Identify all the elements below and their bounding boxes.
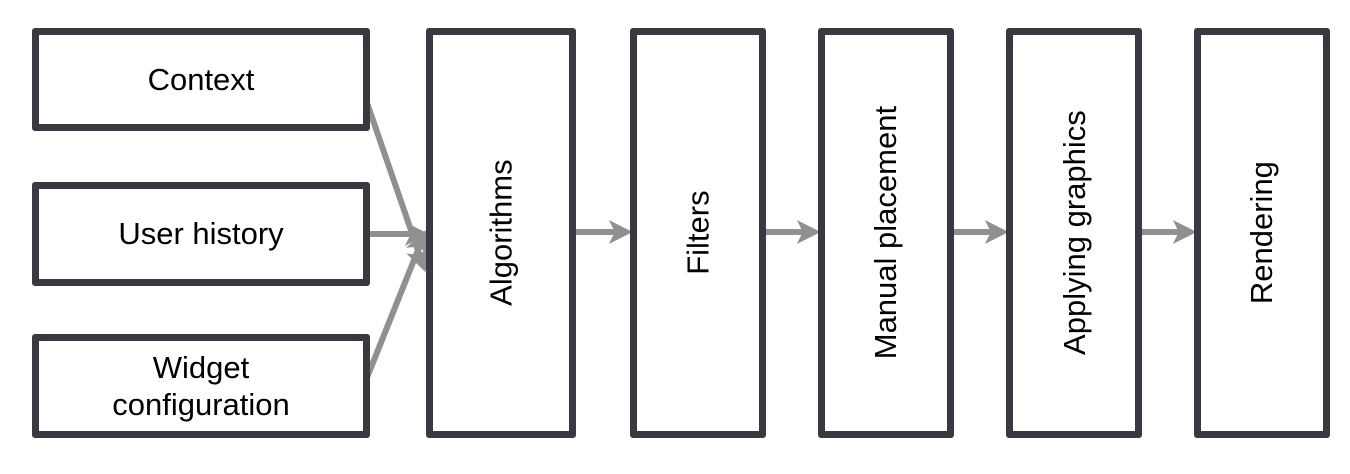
input-box-context: Context <box>32 28 370 131</box>
input-box-widget-configuration: Widget configuration <box>32 334 370 438</box>
stage-label: Manual placement <box>868 106 904 360</box>
input-label-line1: Widget <box>152 349 250 385</box>
stage-label: Filters <box>680 190 716 276</box>
arrow-context-to-algorithms <box>363 99 430 273</box>
stage-box-filters: Filters <box>630 28 766 438</box>
stage-box-applying-graphics: Applying graphics <box>1006 28 1142 438</box>
input-label: User history <box>118 216 284 252</box>
input-box-user-history: User history <box>32 182 370 286</box>
input-label-line2: configuration <box>112 387 290 422</box>
stage-label: Rendering <box>1244 161 1280 305</box>
stage-box-rendering: Rendering <box>1194 28 1330 438</box>
stage-label: Algorithms <box>483 159 519 307</box>
stage-box-algorithms: Algorithms <box>426 28 576 438</box>
input-label: Context <box>147 61 255 97</box>
stage-box-manual-placement: Manual placement <box>818 28 954 438</box>
stage-label: Applying graphics <box>1056 110 1092 356</box>
arrow-widget-to-algorithms <box>363 229 429 382</box>
